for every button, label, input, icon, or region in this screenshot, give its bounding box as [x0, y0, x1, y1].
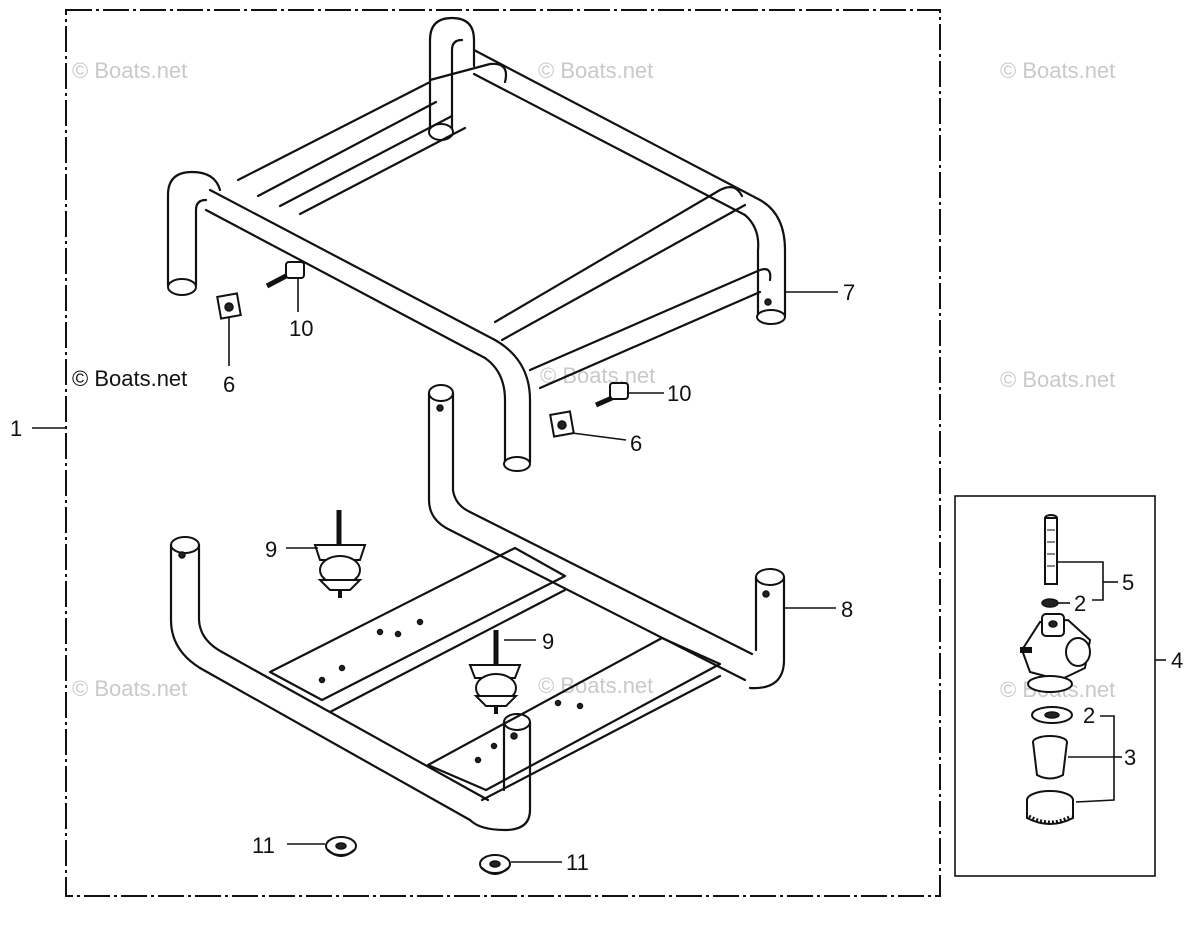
mount-upper [313, 510, 367, 598]
grommet-upper [325, 836, 357, 858]
mount-lower [468, 630, 522, 714]
callout-2-lower: 2 [1083, 703, 1095, 728]
bolt-right [594, 382, 629, 408]
watermark-dark: © Boats.net [72, 366, 187, 391]
watermark-4: © Boats.net [540, 363, 655, 388]
watermark-1: © Boats.net [72, 58, 187, 83]
watermark-2: © Boats.net [538, 58, 653, 83]
watermark-6: © Boats.net [72, 676, 187, 701]
callout-10-right: 10 [667, 381, 691, 406]
callout-1: 1 [10, 416, 22, 441]
upper-frame [166, 16, 787, 472]
callout-8: 8 [841, 597, 853, 622]
callout-6-right: 6 [630, 431, 642, 456]
callout-2-upper: 2 [1074, 591, 1086, 616]
bolt-left [265, 261, 305, 289]
clip-nut-right [549, 410, 575, 438]
watermark-7: © Boats.net [538, 673, 653, 698]
callout-10-left: 10 [289, 316, 313, 341]
callout-9-upper: 9 [265, 537, 277, 562]
fuel-valve-frame [954, 495, 1156, 877]
callout-6-left: 6 [223, 372, 235, 397]
watermark-5: © Boats.net [1000, 367, 1115, 392]
watermark-3: © Boats.net [1000, 58, 1115, 83]
grommet-lower [479, 854, 511, 876]
assembly-frame [65, 9, 941, 897]
lower-frame [169, 384, 786, 832]
clip-nut-left [216, 292, 242, 320]
callout-7: 7 [843, 280, 855, 305]
leader-lines [32, 278, 1166, 863]
callout-5: 5 [1122, 570, 1134, 595]
callout-3: 3 [1124, 745, 1136, 770]
fuel-valve-assembly [1020, 514, 1092, 825]
callout-11-lower: 11 [566, 850, 589, 875]
callout-9-lower: 9 [542, 629, 554, 654]
callout-4: 4 [1171, 648, 1183, 673]
callout-11-upper: 11 [252, 833, 275, 858]
